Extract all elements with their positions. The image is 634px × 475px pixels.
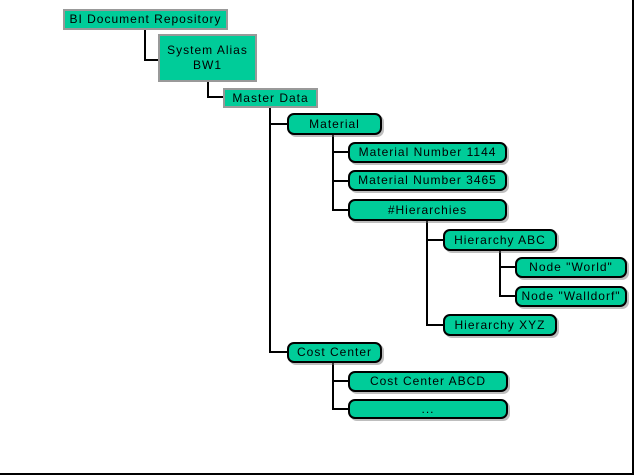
node-material-number-1144: Material Number 1144: [348, 142, 507, 163]
node-material: Material: [287, 113, 382, 135]
connector-system-alias-to-master-data: [207, 82, 223, 98]
node-world: Node "World": [515, 257, 627, 278]
connector-cost-center-to-ellipsis: [332, 363, 348, 410]
connector-material-to-hierarchies: [332, 135, 348, 211]
node-bi-document-repository: BI Document Repository: [63, 9, 228, 30]
node-hierarchy-abc: Hierarchy ABC: [443, 229, 557, 251]
node-hierarchy-xyz: Hierarchy XYZ: [443, 314, 557, 336]
node-walldorf: Node "Walldorf": [515, 286, 627, 307]
node-ellipsis: ...: [348, 399, 508, 419]
node-cost-center-abcd: Cost Center ABCD: [348, 371, 508, 392]
node-hierarchies: #Hierarchies: [348, 199, 507, 221]
node-cost-center: Cost Center: [287, 342, 382, 363]
connector-bi-to-system-alias: [144, 30, 158, 61]
node-material-number-3465: Material Number 3465: [348, 170, 507, 191]
connector-abc-to-walldorf: [499, 251, 515, 297]
node-system-alias-bw1: System Alias BW1: [158, 34, 257, 82]
connector-hierarchies-to-xyz: [426, 221, 443, 326]
node-master-data: Master Data: [223, 88, 318, 108]
connector-master-data-to-cost-center: [269, 108, 287, 353]
